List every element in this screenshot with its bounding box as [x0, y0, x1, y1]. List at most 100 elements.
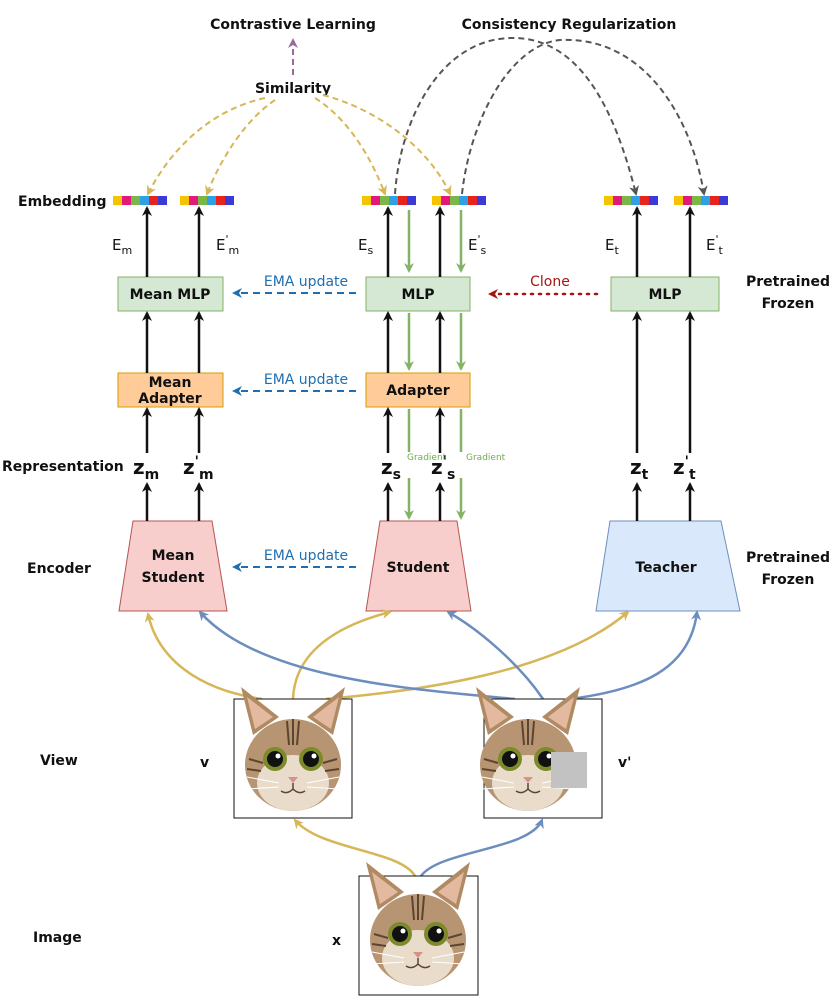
- embedding-stripe: [459, 196, 468, 205]
- student-mlp-box: [365, 276, 471, 312]
- embedding-stripe: [631, 196, 640, 205]
- embedding-stripe: [710, 196, 719, 205]
- student-encoder: [365, 520, 472, 612]
- embedding-stripe: [468, 196, 477, 205]
- similarity-label: Similarity: [255, 81, 331, 97]
- embedding-stripe: [604, 196, 613, 205]
- embedding-stripe: [371, 196, 380, 205]
- embedding-stripe: [701, 196, 710, 205]
- embedding-bar-et: [604, 196, 658, 205]
- occlusion-patch: [551, 752, 587, 788]
- embedding-stripe: [225, 196, 234, 205]
- ema-adapter-label: EMA update: [264, 372, 348, 388]
- e-t-label: Et: [605, 236, 619, 257]
- z-m-prime-label: z'm: [183, 454, 214, 483]
- x-label: x: [332, 933, 341, 949]
- z-t-prime-label: z't: [673, 454, 696, 483]
- mean-adapter-label-2: Adapter: [138, 391, 202, 407]
- embedding-stripe: [441, 196, 450, 205]
- teacher-encoder-label: Teacher: [635, 560, 696, 576]
- embedding-bar-es-prime: [432, 196, 486, 205]
- mean-adapter-box: [117, 372, 224, 408]
- embedding-stripe: [122, 196, 131, 205]
- v-prime-label: v': [618, 755, 631, 771]
- embedding-stripe: [692, 196, 701, 205]
- representation-row-label: Representation: [2, 459, 124, 475]
- embedding-bar-em-prime: [180, 196, 234, 205]
- teacher-mlp-box: [610, 276, 720, 312]
- embedding-stripe: [207, 196, 216, 205]
- embedding-stripe: [113, 196, 122, 205]
- embedding-bar-et-prime: [674, 196, 728, 205]
- embedding-stripe: [149, 196, 158, 205]
- embedding-stripe: [432, 196, 441, 205]
- mean-mlp-label: Mean MLP: [130, 287, 211, 303]
- embedding-stripe: [158, 196, 167, 205]
- embedding-stripe: [613, 196, 622, 205]
- embedding-stripe: [180, 196, 189, 205]
- e-t-prime-label: E't: [706, 233, 724, 257]
- view-row-label: View: [40, 753, 78, 769]
- e-s-label: Es: [358, 236, 373, 257]
- e-s-prime-label: E's: [468, 233, 487, 257]
- mean-mlp-box: [117, 276, 224, 312]
- clone-label: Clone: [530, 274, 570, 290]
- embedding-stripe: [649, 196, 658, 205]
- teacher-mlp-label: MLP: [648, 287, 681, 303]
- embedding-stripe: [140, 196, 149, 205]
- student-encoder-label: Student: [387, 560, 450, 576]
- ema-encoder-label: EMA update: [264, 548, 348, 564]
- embedding-bar-em: [113, 196, 167, 205]
- view-to-encoder-curves: [144, 609, 701, 701]
- gradient-arrows: [404, 210, 466, 520]
- frozen-label-encoder: Frozen: [762, 572, 815, 588]
- teacher-encoder: [595, 520, 741, 612]
- frozen-label-mlp: Frozen: [762, 296, 815, 312]
- consistency-regularization-label: Consistency Regularization: [462, 17, 677, 33]
- pretrained-label-encoder: Pretrained: [746, 550, 830, 566]
- e-m-label: Em: [112, 236, 132, 257]
- image-row-label: Image: [33, 930, 82, 946]
- embedding-stripe: [131, 196, 140, 205]
- image-to-v-prime-curve: [419, 818, 544, 877]
- mean-student-label-1: Mean: [152, 548, 195, 564]
- embedding-stripe: [407, 196, 416, 205]
- e-m-prime-label: E'm: [216, 233, 239, 257]
- image-to-v-curve: [293, 818, 417, 877]
- z-m-label: zm: [133, 455, 159, 483]
- similarity-arcs: [147, 94, 452, 196]
- embedding-stripe: [477, 196, 486, 205]
- embedding-row-label: Embedding: [18, 194, 107, 210]
- embedding-stripe: [450, 196, 459, 205]
- student-adapter-box: [365, 372, 471, 408]
- gradient-label-2: Gradient: [466, 453, 506, 463]
- consistency-arcs: [394, 36, 708, 196]
- student-adapter-label: Adapter: [386, 383, 450, 399]
- v-label: v: [200, 755, 209, 771]
- embedding-stripe: [622, 196, 631, 205]
- embedding-stripe: [189, 196, 198, 205]
- embedding-stripe: [362, 196, 371, 205]
- mean-student-encoder: [118, 520, 228, 612]
- z-s-label: zs: [381, 455, 401, 483]
- contrastive-learning-label: Contrastive Learning: [210, 17, 376, 33]
- embedding-stripe: [216, 196, 225, 205]
- embedding-stripe: [398, 196, 407, 205]
- z-t-label: zt: [630, 455, 649, 483]
- z-s-prime-label: z's: [431, 454, 455, 483]
- student-mlp-label: MLP: [401, 287, 434, 303]
- embedding-stripe: [683, 196, 692, 205]
- gradient-label-1: Gradient: [407, 453, 447, 463]
- pretrained-label-mlp: Pretrained: [746, 274, 830, 290]
- ema-mlp-label: EMA update: [264, 274, 348, 290]
- embedding-stripe: [380, 196, 389, 205]
- embedding-bar-es: [362, 196, 416, 205]
- embedding-stripe: [389, 196, 398, 205]
- embedding-stripe: [640, 196, 649, 205]
- mean-adapter-label-1: Mean: [149, 375, 192, 391]
- embedding-stripe: [719, 196, 728, 205]
- encoder-row-label: Encoder: [27, 561, 91, 577]
- embedding-stripe: [674, 196, 683, 205]
- embedding-stripe: [198, 196, 207, 205]
